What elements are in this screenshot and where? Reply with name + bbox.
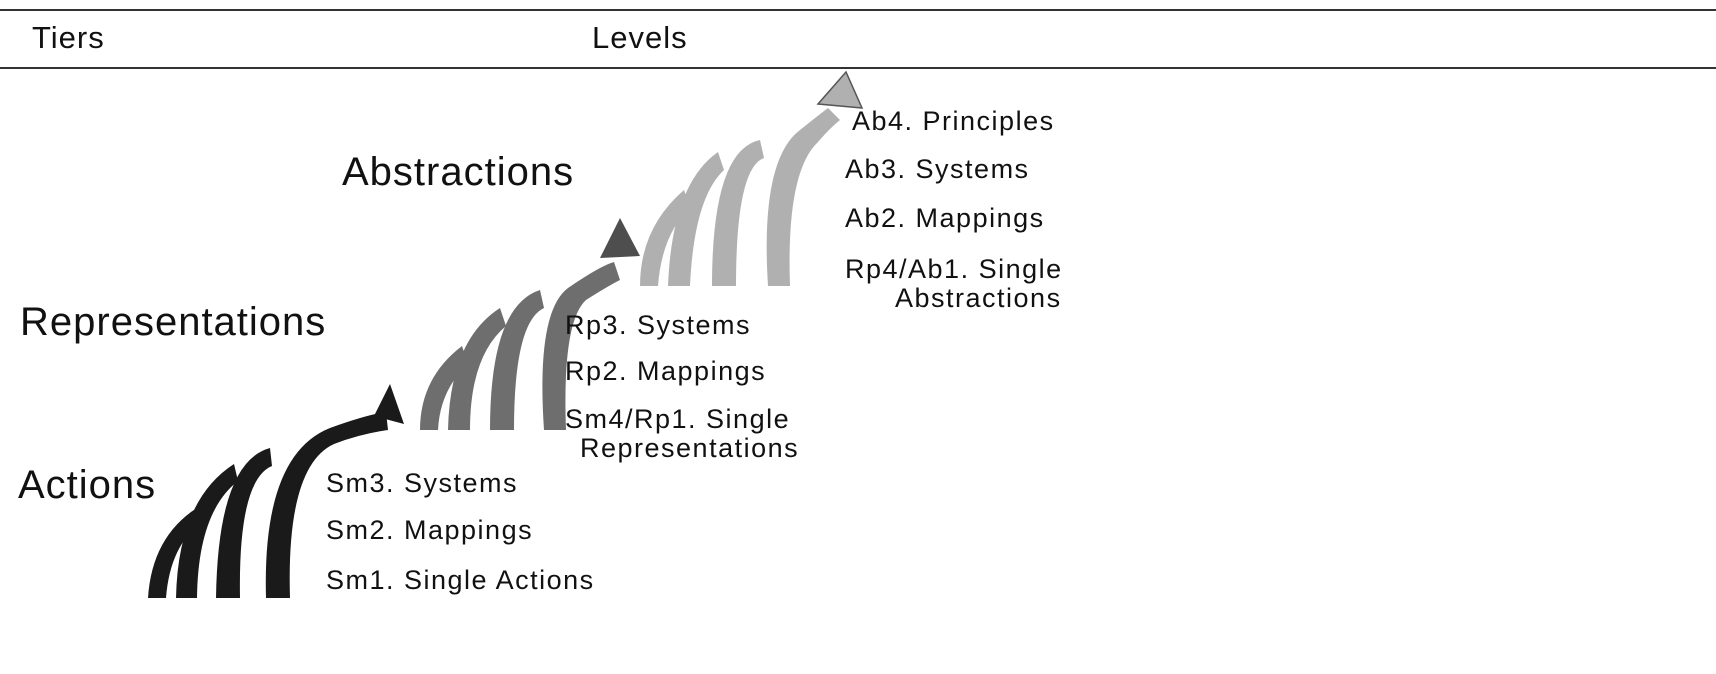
level-rp3-systems: Rp3. Systems [565,310,752,340]
level-sm3-systems: Sm3. Systems [326,468,519,498]
tier-label-abstractions: Abstractions [342,150,575,194]
tier-label-representations: Representations [20,300,327,344]
level-ab4-principles: Ab4. Principles [852,106,1055,136]
tier-label-actions: Actions [18,463,157,507]
actions-tier-strands [148,412,388,598]
representations-strand-1 [420,346,468,430]
actions-strand-2 [176,464,238,598]
level-rp4-ab1-line1: Rp4/Ab1. Single [845,254,1063,284]
level-sm4-rp1-line1: Sm4/Rp1. Single [565,404,791,434]
abstractions-strand-2 [668,152,724,286]
level-ab2-mappings: Ab2. Mappings [845,203,1045,233]
abstractions-strand-4 [766,108,840,286]
representations-strand-2 [448,308,506,430]
level-sm1-single-actions: Sm1. Single Actions [326,565,595,595]
level-sm4-rp1-single-representations: Sm4/Rp1. Single Representations [565,406,799,462]
top-rule [0,9,1716,11]
levels-heading: Levels [592,20,688,55]
actions-arrowhead [374,384,404,424]
abstractions-strand-3 [712,140,764,286]
level-sm2-mappings: Sm2. Mappings [326,515,534,545]
actions-strand-3 [216,448,272,598]
level-sm4-rp1-line2: Representations [580,433,800,463]
level-rp2-mappings: Rp2. Mappings [565,356,767,386]
abstractions-arrowhead [816,70,864,109]
representations-tier-strands [420,262,620,430]
level-rp4-ab1-single-abstractions: Rp4/Ab1. Single Abstractions [845,256,1063,312]
header-rule [0,67,1716,69]
representations-strand-3 [490,290,544,430]
tiers-heading: Tiers [32,20,105,55]
level-rp4-ab1-line2: Abstractions [895,283,1062,313]
representations-strand-4 [542,262,620,430]
abstractions-tier-strands [640,108,840,286]
actions-strand-4 [265,412,388,598]
representations-arrowhead [600,218,640,258]
abstractions-strand-1 [640,190,690,286]
level-ab3-systems: Ab3. Systems [845,154,1030,184]
